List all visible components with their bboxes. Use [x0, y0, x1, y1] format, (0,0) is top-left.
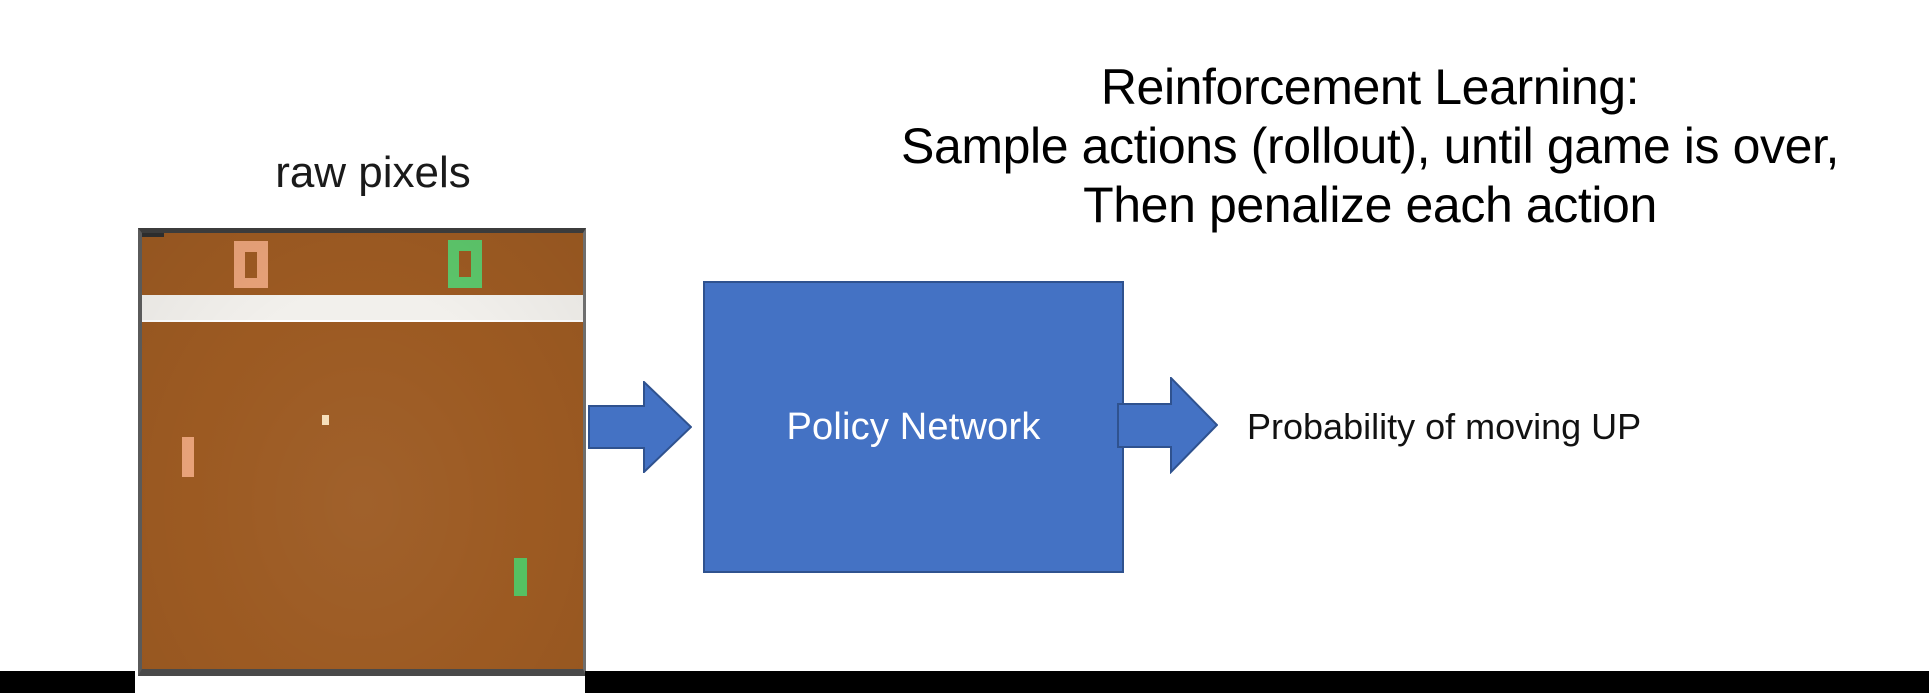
title-line-3: Then penalize each action: [1083, 177, 1657, 233]
black-bar-right: [585, 671, 1929, 693]
score-divider-band: [142, 295, 583, 322]
pong-game-screen: [138, 228, 586, 676]
pong-ball: [322, 415, 329, 425]
score-digit-left: [234, 241, 268, 288]
raw-pixels-caption: raw pixels: [275, 148, 471, 197]
screen-corner-mark: [142, 233, 164, 237]
policy-network-label: Policy Network: [786, 405, 1041, 448]
title-line-1: Reinforcement Learning:: [1100, 59, 1640, 115]
page-title: Reinforcement Learning: Sample actions (…: [820, 58, 1920, 235]
output-arrow: [1117, 377, 1218, 474]
arrow-right-icon: [588, 381, 692, 473]
pong-playfield: [142, 233, 583, 669]
score-digit-right: [448, 240, 482, 288]
input-arrow: [588, 381, 692, 473]
policy-network-box[interactable]: Policy Network: [703, 281, 1124, 573]
black-bar-left: [0, 671, 135, 693]
paddle-right: [514, 558, 527, 596]
output-label: Probability of moving UP: [1247, 406, 1642, 447]
paddle-left: [182, 437, 194, 477]
title-line-2: Sample actions (rollout), until game is …: [901, 118, 1839, 174]
arrow-right-icon: [1117, 377, 1218, 474]
